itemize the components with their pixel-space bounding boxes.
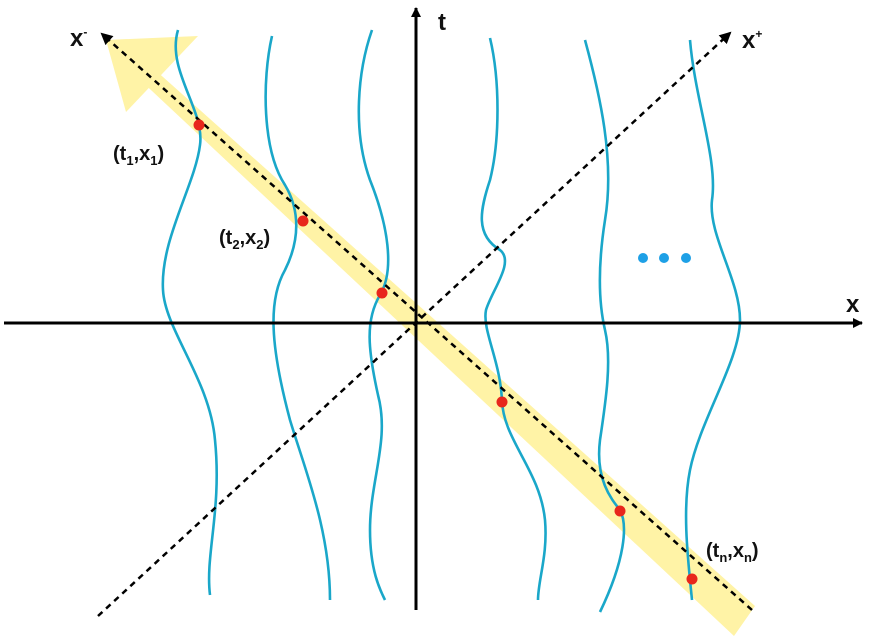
- worldline-6: [684, 39, 742, 601]
- ellipsis-dot-1: [638, 253, 648, 263]
- point-3: [376, 287, 388, 299]
- point-5: [614, 505, 626, 517]
- x-axis-label: x: [846, 291, 860, 318]
- worldline-2: [264, 35, 332, 601]
- t-axis-label: t: [438, 9, 446, 36]
- worldlines: [161, 29, 742, 613]
- point-1: [193, 119, 205, 131]
- ellipsis-dot-2: [659, 253, 669, 263]
- worldline-3: [357, 29, 390, 601]
- point-4: [496, 396, 508, 408]
- x-minus-label: x-: [70, 25, 87, 52]
- x-plus-label: x+: [742, 27, 762, 54]
- point-2-label: (t2,x2): [219, 227, 270, 252]
- band-arrow-body: [110, 46, 755, 636]
- point-2: [297, 215, 309, 227]
- ellipsis-dot-3: [681, 253, 691, 263]
- point-n-label: (tn,xn): [706, 540, 759, 565]
- worldline-4: [480, 37, 547, 601]
- worldline-1: [161, 29, 218, 596]
- point-1-label: (t1,x1): [113, 143, 164, 168]
- point-n: [686, 573, 698, 585]
- ellipsis-icon: [638, 253, 691, 263]
- intersection-points: [193, 119, 698, 585]
